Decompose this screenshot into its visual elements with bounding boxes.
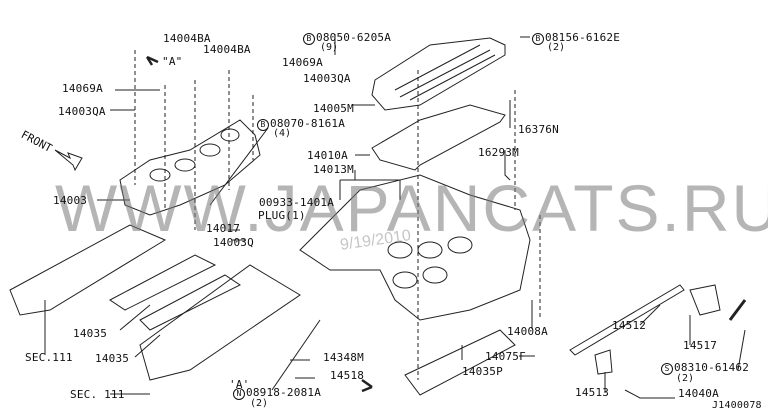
collector-cover-shape — [371, 37, 506, 111]
part-number: 08156-6162E — [545, 31, 621, 44]
quantity: (2) — [676, 373, 695, 384]
part-number: 08050-6205A — [316, 31, 392, 44]
part-label: 14005M — [313, 102, 354, 115]
quantity: (2) — [250, 398, 269, 409]
part-label: 14075F — [485, 350, 526, 363]
part-label: 16293M — [478, 146, 519, 159]
view-a-label: "A" — [162, 55, 183, 68]
part-label: 14348M — [323, 351, 364, 364]
part-number: 08310-61462 — [674, 361, 750, 374]
cylinder-head-left — [9, 224, 167, 316]
section-label: SEC. 111 — [70, 388, 125, 401]
bolt-prefix-icon: B — [303, 33, 315, 45]
view-a-label-bottom: 'A' — [229, 378, 250, 391]
part-label: 14035 — [95, 352, 130, 365]
part-label: 14517 — [683, 339, 718, 352]
part-label: 14008A — [507, 325, 548, 338]
bolt-prefix-icon: B — [257, 119, 269, 131]
part-label: 14003 — [53, 194, 88, 207]
part-label: 00933-1401A — [259, 196, 335, 209]
part-label: 14512 — [612, 319, 647, 332]
part-label: 14013M — [313, 163, 354, 176]
part-label: 14017 — [206, 222, 241, 235]
upper-manifold-shape — [119, 119, 261, 216]
part-label: 14003QA — [58, 105, 106, 118]
part-number: 08070-8161A — [270, 117, 346, 130]
cylinder-head-right — [139, 264, 301, 381]
part-label: 14003QA — [303, 72, 351, 85]
quantity: (9) — [320, 42, 339, 53]
nut-prefix-icon: N — [233, 388, 245, 400]
part-label: 14003Q — [213, 236, 254, 249]
part-label: 14010A — [307, 149, 348, 162]
fuel-rail-shape — [569, 284, 685, 356]
part-label: 14069A — [282, 56, 323, 69]
part-label: 14035P — [462, 365, 503, 378]
part-label: 16376N — [518, 123, 559, 136]
part-label: 14040A — [678, 387, 719, 400]
lower-manifold-shape — [299, 174, 531, 321]
part-label: 14518 — [330, 369, 365, 382]
part-label: 14004BA — [203, 43, 251, 56]
diagram-id: J1400078 — [712, 400, 762, 411]
part-label: 14513 — [575, 386, 610, 399]
quantity: (2) — [547, 42, 566, 53]
quantity: (4) — [273, 128, 292, 139]
watermark: WWW.JAPANCATS.RU — [55, 171, 768, 245]
head-gasket-shape-2 — [139, 274, 241, 331]
screw-prefix-icon: S — [661, 363, 673, 375]
bolt-prefix-icon: B — [532, 33, 544, 45]
section-label: SEC.111 — [25, 351, 73, 364]
view-a-arrow-icon — [145, 55, 159, 66]
intake-gasket-shape — [404, 329, 516, 396]
view-a-arrow-icon-bottom — [361, 378, 373, 393]
part-number: 08918-2081A — [246, 386, 322, 399]
head-gasket-shape — [109, 254, 217, 311]
part-label: 14004BA — [163, 32, 211, 45]
part-label: 14035 — [73, 327, 108, 340]
front-arrow-icon — [54, 149, 83, 172]
part-label: 14069A — [62, 82, 103, 95]
gasket-shape — [371, 104, 506, 171]
part-label: PLUG(1) — [258, 209, 306, 222]
